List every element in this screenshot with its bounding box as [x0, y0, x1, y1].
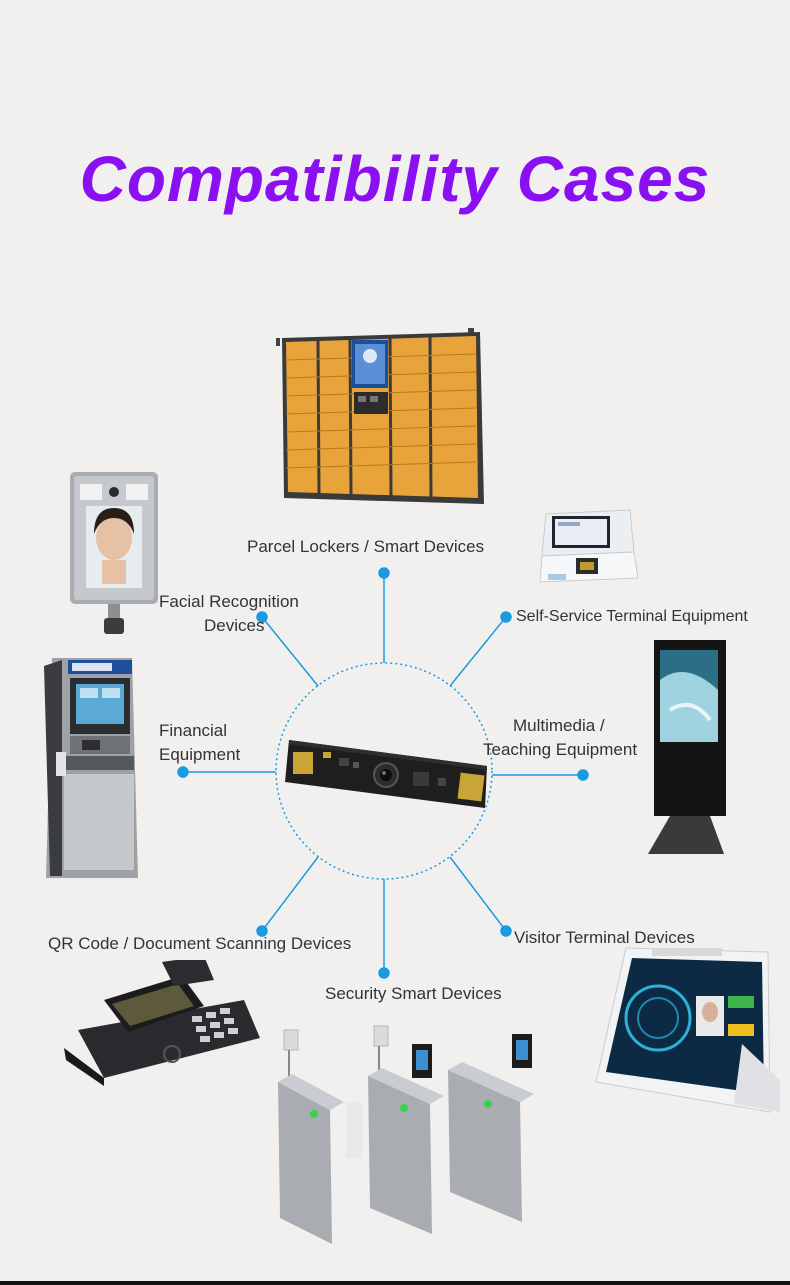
digital-signage-image — [648, 640, 726, 854]
connector-dot-right — [577, 769, 589, 781]
camera-module-image — [285, 740, 487, 808]
connector-dot-bottom — [378, 967, 390, 979]
connector-dot-left — [177, 766, 189, 778]
label-facial-recognition-line1: Facial Recognition — [159, 592, 299, 611]
connector-dot-top-left — [256, 611, 268, 623]
label-multimedia-line2: Teaching Equipment — [483, 740, 638, 759]
label-multimedia-line1: Multimedia / — [513, 716, 605, 735]
pos-terminal-image — [64, 960, 260, 1086]
turnstile-gates-image — [278, 1025, 534, 1244]
label-security: Security Smart Devices — [325, 984, 502, 1003]
label-qr-code: QR Code / Document Scanning Devices — [48, 934, 352, 953]
face-recognition-terminal-image — [70, 472, 158, 634]
label-parcel-lockers: Parcel Lockers / Smart Devices — [247, 537, 485, 556]
connector-top-right — [449, 616, 507, 687]
connector-bottom-left — [261, 856, 319, 932]
label-self-service: Self-Service Terminal Equipment — [516, 608, 748, 625]
label-financial-line2: Equipment — [159, 745, 241, 764]
label-financial-line1: Financial — [159, 721, 228, 740]
connector-dot-bottom-left — [256, 925, 268, 937]
parcel-locker-image — [276, 328, 484, 504]
connector-dot-top-right — [500, 611, 512, 623]
connector-bottom-right — [449, 856, 507, 932]
bottom-divider — [0, 1281, 790, 1285]
connector-dot-bottom-right — [500, 925, 512, 937]
label-visitor: Visitor Terminal Devices — [514, 928, 695, 947]
atm-image — [44, 658, 138, 878]
label-facial-recognition-line2: Devices — [204, 616, 265, 635]
hub-circle — [275, 662, 493, 880]
self-service-kiosk-image — [539, 509, 639, 583]
connector-top-left — [261, 616, 319, 687]
connector-dot-top — [378, 567, 390, 579]
page-title: Compatibility Cases — [79, 143, 711, 215]
visitor-tablet-image — [595, 947, 780, 1113]
